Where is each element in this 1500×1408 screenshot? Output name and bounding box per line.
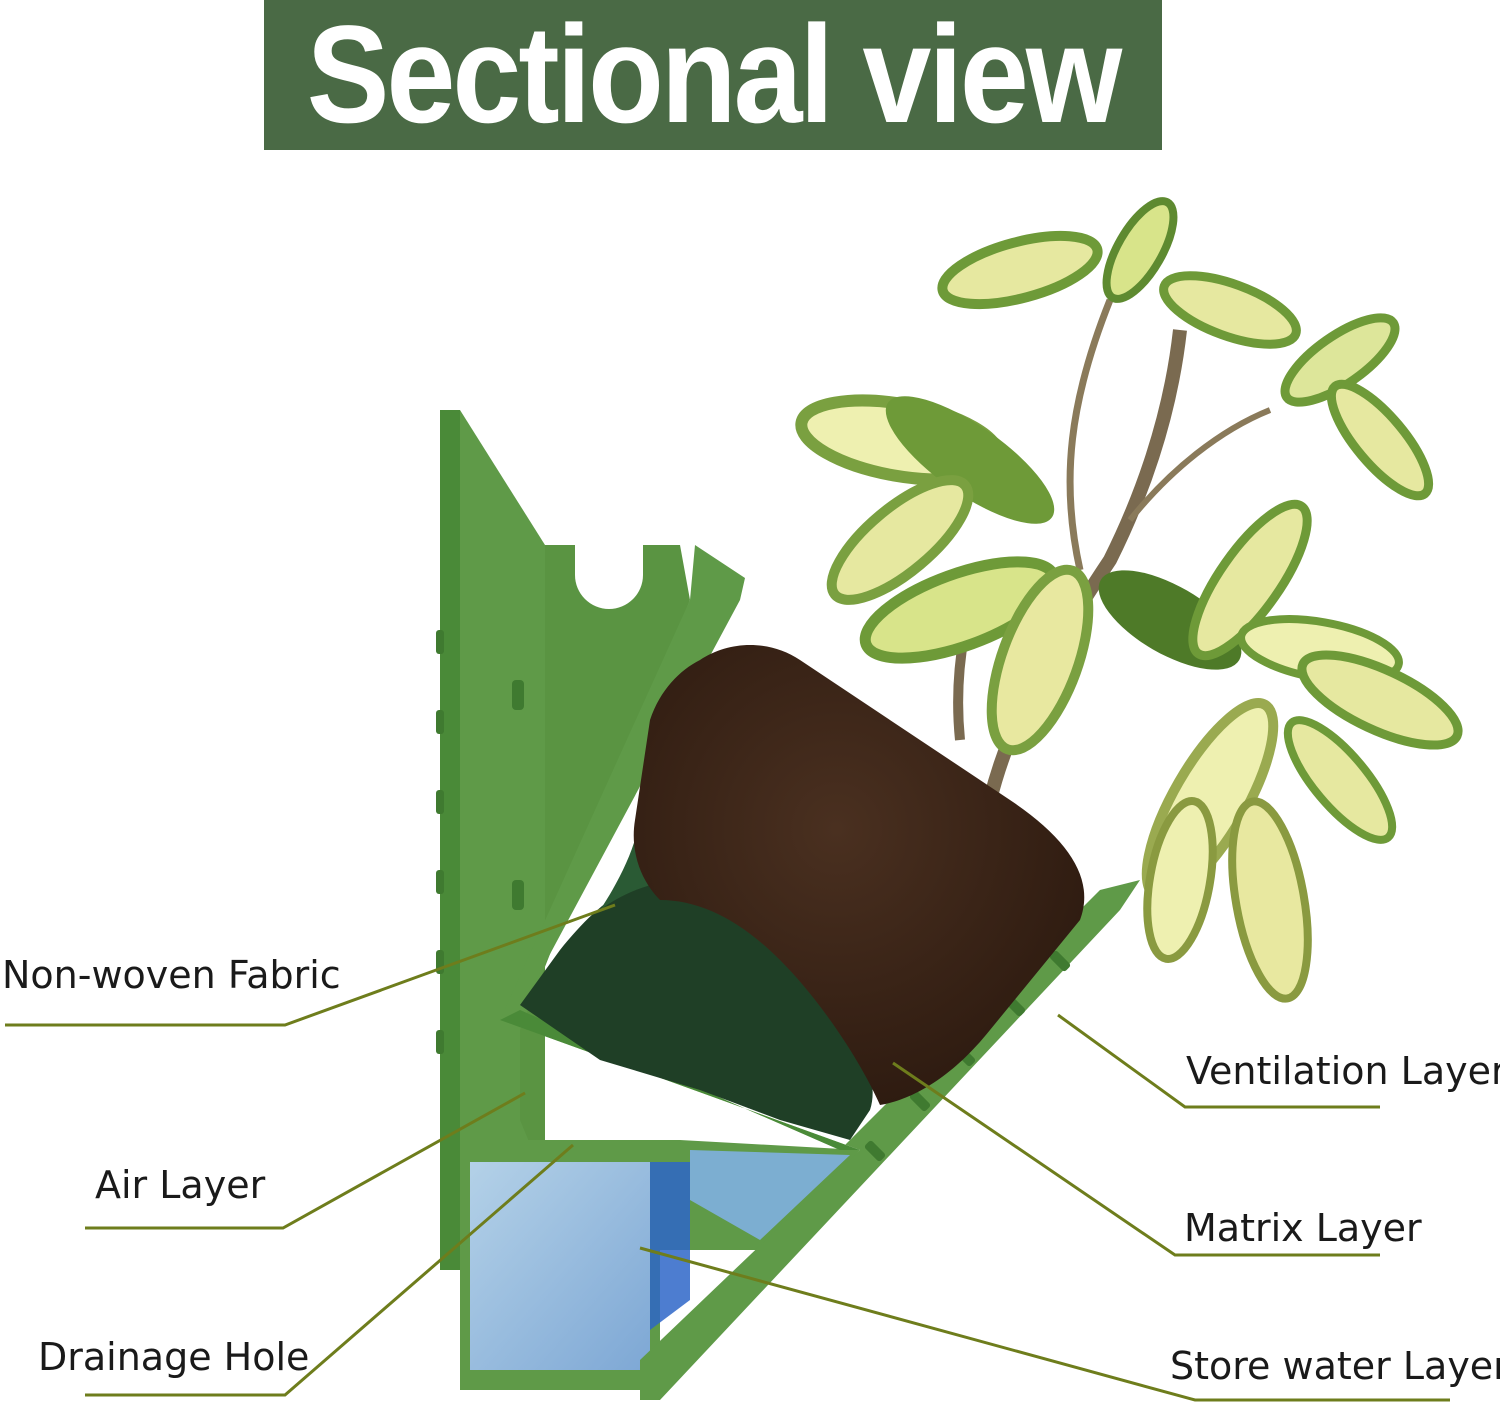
leader-line-non-woven-fabric — [5, 903, 616, 1027]
page-title: Sectional view — [306, 0, 1123, 153]
leader-line-drainage-hole — [85, 1143, 574, 1397]
water-reservoir — [460, 1140, 860, 1390]
leader-line-matrix-layer — [892, 1061, 1380, 1257]
soil-matrix — [633, 645, 1085, 1105]
plant-foliage — [795, 197, 1463, 1003]
leader-line-store-water-layer — [639, 1246, 1450, 1402]
label-air-layer: Air Layer — [95, 1163, 266, 1207]
label-non-woven-fabric: Non-woven Fabric — [2, 953, 341, 997]
label-store-water-layer: Store water Layer — [1170, 1344, 1500, 1388]
leader-line-ventilation-layer — [1057, 1013, 1380, 1109]
leader-line-air-layer — [85, 1091, 526, 1230]
leader-lines — [5, 903, 1450, 1402]
label-drainage-hole: Drainage Hole — [38, 1335, 310, 1379]
label-ventilation-layer: Ventilation Layer — [1186, 1049, 1500, 1093]
pot-back-wall — [436, 410, 545, 1270]
title-banner: Sectional view — [264, 0, 1162, 150]
label-matrix-layer: Matrix Layer — [1184, 1206, 1422, 1250]
